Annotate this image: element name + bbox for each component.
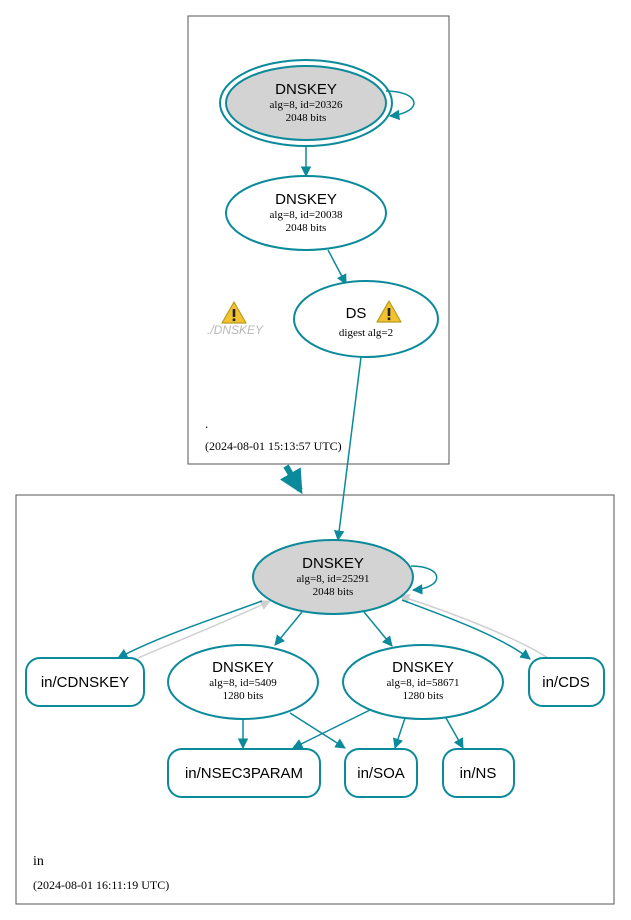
node-detail: 2048 bits	[313, 586, 354, 598]
node-detail: 1280 bits	[403, 690, 444, 702]
in-zone-box	[15, 494, 615, 905]
edge-ds-to-in-ksk	[333, 356, 362, 542]
node-title: DS	[346, 305, 367, 322]
in-ksk-node[interactable]: DNSKEY alg=8, id=25291 2048 bits	[252, 539, 414, 615]
in-zone-timestamp: (2024-08-01 16:11:19 UTC)	[33, 878, 169, 892]
delegation-arrow	[279, 464, 303, 495]
in-ksk-self-edge	[410, 565, 438, 595]
edge-cdnskey-to-ksk	[137, 600, 271, 659]
edge-zsk2-to-soa	[393, 717, 406, 749]
nsec3param-node[interactable]: in/NSEC3PARAM	[167, 748, 321, 798]
edge-zsk2-to-nsec3param	[292, 709, 371, 749]
node-detail: alg=8, id=20326	[270, 99, 343, 111]
node-label: in/CDS	[542, 674, 590, 691]
root-zone-timestamp: (2024-08-01 15:13:57 UTC)	[205, 439, 342, 453]
node-label: in/NSEC3PARAM	[185, 765, 303, 782]
ds-node[interactable]: DS digest alg=2	[293, 280, 439, 358]
edge-ksk-to-cds	[401, 599, 531, 660]
node-label: in/CDNSKEY	[41, 674, 129, 691]
edge-ksk-to-cdnskey	[117, 600, 263, 659]
cdnskey-node[interactable]: in/CDNSKEY	[25, 657, 145, 707]
edge-ksk-to-zsk2	[363, 611, 393, 647]
root-ksk-node[interactable]: DNSKEY alg=8, id=20326 2048 bits	[219, 59, 393, 147]
in-zone-name: in	[33, 854, 44, 869]
node-title: DNSKEY	[275, 81, 337, 98]
edge-ksk-to-zsk1	[274, 611, 303, 646]
edge-zsk2-to-ns	[445, 717, 464, 749]
edge-zsk1-to-soa	[289, 712, 346, 749]
edge-cds-to-ksk	[398, 593, 549, 659]
in-zsk-58671-node[interactable]: DNSKEY alg=8, id=58671 1280 bits	[342, 644, 504, 720]
node-label: in/SOA	[357, 765, 405, 782]
node-detail: alg=8, id=58671	[387, 677, 460, 689]
node-title: DNSKEY	[212, 659, 274, 676]
root-ksk-self-edge	[385, 90, 415, 121]
node-detail: 2048 bits	[286, 112, 327, 124]
node-title: DNSKEY	[275, 191, 337, 208]
warning-triangle-icon	[376, 300, 402, 323]
root-zsk-node[interactable]: DNSKEY alg=8, id=20038 2048 bits	[225, 175, 387, 251]
node-title: DNSKEY	[302, 555, 364, 572]
root-zone-name: .	[205, 416, 208, 431]
edge-root-zsk-to-ds	[327, 249, 347, 285]
missing-dnskey-label: ./DNSKEY	[207, 323, 264, 337]
root-zone-box	[187, 15, 450, 465]
node-title: DNSKEY	[392, 659, 454, 676]
node-detail: 1280 bits	[223, 690, 264, 702]
node-detail: alg=8, id=25291	[297, 573, 370, 585]
in-zsk-5409-node[interactable]: DNSKEY alg=8, id=5409 1280 bits	[167, 644, 319, 720]
node-detail: alg=8, id=20038	[270, 209, 343, 221]
node-label: in/NS	[460, 765, 497, 782]
soa-node[interactable]: in/SOA	[344, 748, 418, 798]
warning-triangle-icon	[221, 301, 247, 324]
node-detail: digest alg=2	[339, 327, 393, 339]
node-detail: alg=8, id=5409	[209, 677, 277, 689]
node-detail: 2048 bits	[286, 222, 327, 234]
ns-node[interactable]: in/NS	[442, 748, 515, 798]
cds-node[interactable]: in/CDS	[528, 657, 605, 707]
